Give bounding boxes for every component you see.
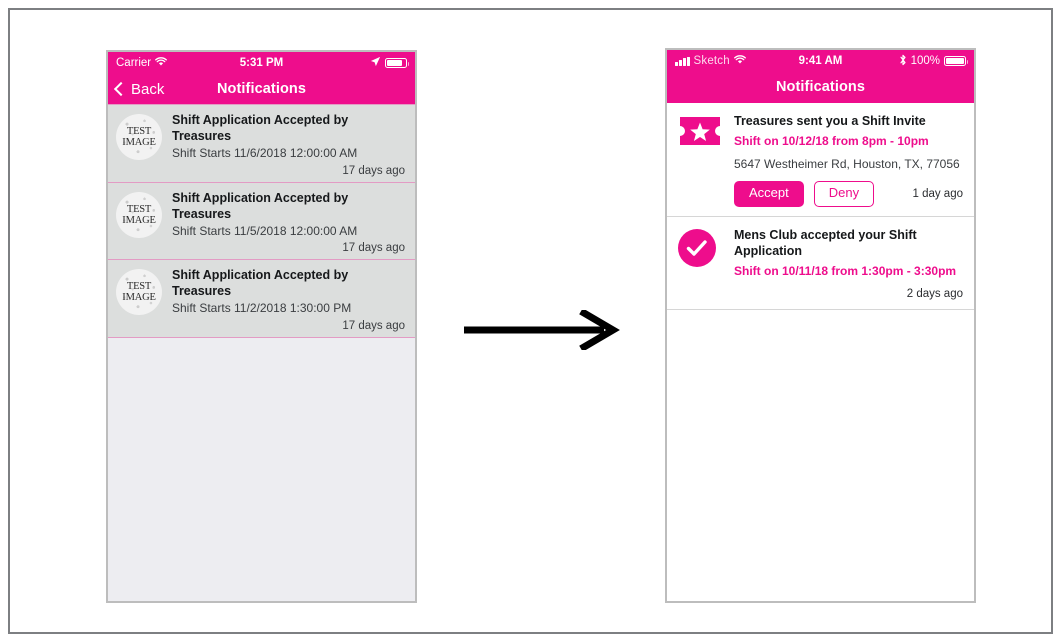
right-status-right-group: 100% xyxy=(899,54,968,69)
notification-subtitle: Shift Starts 11/6/2018 12:00:00 AM xyxy=(172,146,358,160)
right-notification-list: Treasures sent you a Shift Invite Shift … xyxy=(667,102,974,601)
left-status-right-group xyxy=(370,56,409,70)
right-status-carrier-group: Sketch xyxy=(675,54,767,68)
notification-icon-wrap xyxy=(678,227,724,300)
notification-title: Shift Application Accepted by Treasures xyxy=(172,113,349,143)
avatar: TEST IMAGE xyxy=(116,269,162,316)
notification-body: Shift Application Accepted by Treasures … xyxy=(162,267,405,332)
location-arrow-icon xyxy=(370,56,381,70)
right-status-bar: Sketch 9:41 AM 100% xyxy=(667,50,974,72)
carrier-label: Carrier xyxy=(116,57,152,69)
left-notification-list: TEST IMAGE Shift Application Accepted by… xyxy=(108,104,415,601)
left-nav-bar: Back Notifications xyxy=(108,74,415,104)
avatar-line-1: TEST xyxy=(126,203,152,215)
ticket-star-icon xyxy=(678,115,722,147)
notification-row[interactable]: TEST IMAGE Shift Application Accepted by… xyxy=(108,182,415,261)
page-title: Notifications xyxy=(216,81,307,97)
left-status-carrier-group: Carrier xyxy=(116,56,208,70)
avatar-line-2: IMAGE xyxy=(122,214,156,226)
avatar: TEST IMAGE xyxy=(116,191,162,238)
notification-subtitle: Shift Starts 11/5/2018 12:00:00 AM xyxy=(172,223,358,238)
page-title: Notifications xyxy=(775,79,866,95)
avatar-line-2: IMAGE xyxy=(122,137,156,148)
wifi-icon xyxy=(733,54,746,68)
notification-shift-time: Shift on 10/12/18 from 8pm - 10pm xyxy=(734,134,929,149)
notification-timestamp: 2 days ago xyxy=(906,287,963,300)
notification-timestamp: 17 days ago xyxy=(342,242,405,255)
right-nav-bar: Notifications xyxy=(667,72,974,102)
notification-body: Mens Club accepted your Shift Applicatio… xyxy=(724,227,963,300)
check-circle-icon xyxy=(678,228,716,267)
battery-percent-label: 100% xyxy=(910,55,940,67)
notification-title: Shift Application Accepted by Treasures xyxy=(172,268,349,299)
notification-actions: Accept Deny 1 day ago xyxy=(734,181,963,207)
notification-timestamp: 1 day ago xyxy=(912,188,963,201)
avatar-line-1: TEST xyxy=(126,125,152,137)
phone-left-before: Carrier 5:31 PM xyxy=(106,50,417,603)
notification-body: Treasures sent you a Shift Invite Shift … xyxy=(724,113,963,207)
notification-body: Shift Application Accepted by Treasures … xyxy=(162,112,405,177)
carrier-label: Sketch xyxy=(693,55,730,67)
notification-subtitle: Shift Starts 11/2/2018 1:30:00 PM xyxy=(172,301,352,316)
avatar-line-2: IMAGE xyxy=(122,292,156,304)
left-status-bar: Carrier 5:31 PM xyxy=(108,52,415,74)
notification-title: Mens Club accepted your Shift Applicatio… xyxy=(734,227,917,258)
back-button[interactable]: Back xyxy=(108,81,164,98)
notification-row-accepted[interactable]: Mens Club accepted your Shift Applicatio… xyxy=(667,217,974,310)
signal-bars-icon xyxy=(675,56,690,66)
battery-icon xyxy=(385,58,409,68)
notification-icon-wrap xyxy=(678,113,724,207)
deny-button[interactable]: Deny xyxy=(813,181,875,207)
avatar: TEST IMAGE xyxy=(116,114,162,160)
notification-row[interactable]: TEST IMAGE Shift Application Accepted by… xyxy=(108,104,415,183)
notification-body: Shift Application Accepted by Treasures … xyxy=(162,190,405,255)
notification-row[interactable]: TEST IMAGE Shift Application Accepted by… xyxy=(108,260,415,338)
notification-timestamp: 17 days ago xyxy=(342,319,405,332)
chevron-left-icon xyxy=(113,81,129,97)
page-frame: Carrier 5:31 PM xyxy=(8,8,1053,634)
notification-row-invite[interactable]: Treasures sent you a Shift Invite Shift … xyxy=(667,102,974,217)
notification-address: 5647 Westheimer Rd, Houston, TX, 77056 xyxy=(734,156,960,171)
battery-icon xyxy=(944,56,968,66)
avatar-line-1: TEST xyxy=(126,281,152,293)
phone-right-after: Sketch 9:41 AM 100% xyxy=(665,48,976,603)
bluetooth-icon xyxy=(899,54,907,69)
wifi-icon xyxy=(155,56,168,70)
arrow-right-icon xyxy=(462,308,622,352)
notification-title: Treasures sent you a Shift Invite xyxy=(734,114,926,128)
notification-shift-time: Shift on 10/11/18 from 1:30pm - 3:30pm xyxy=(734,264,957,279)
notification-timestamp: 17 days ago xyxy=(342,164,405,177)
back-label: Back xyxy=(131,80,165,98)
notification-title: Shift Application Accepted by Treasures xyxy=(172,190,349,221)
accept-button[interactable]: Accept xyxy=(734,181,804,207)
